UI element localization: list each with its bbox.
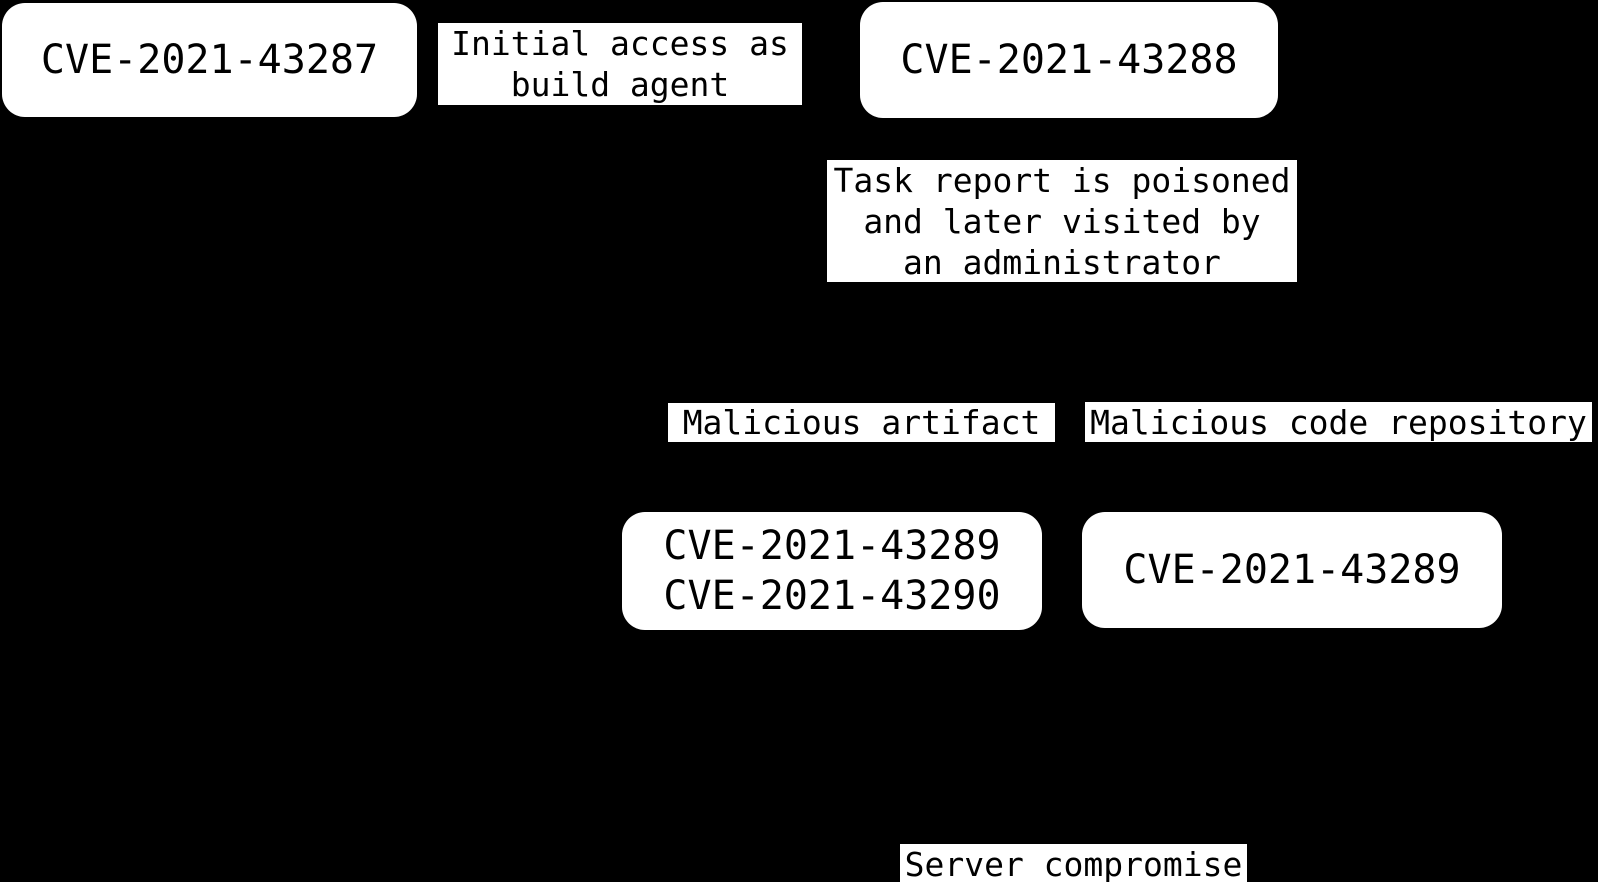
edge-label-line: Malicious artifact (682, 403, 1041, 442)
node-cve-2021-43288: CVE-2021-43288 (860, 2, 1278, 118)
edge-label-line: and later visited by (863, 201, 1261, 241)
edge-label-line: Malicious code repository (1090, 402, 1587, 442)
node-cve-2021-43289: CVE-2021-43289 (1082, 512, 1502, 628)
edge-label-line: Task report is poisoned (833, 160, 1291, 200)
edge-label-initial-access: Initial access as build agent (438, 23, 802, 105)
edge-label-line: Initial access as (451, 24, 789, 63)
node-cve-2021-43289-43290: CVE-2021-43289 CVE-2021-43290 (622, 512, 1042, 630)
edge-label-line: build agent (510, 65, 730, 104)
edge-label-line: an administrator (903, 242, 1221, 282)
node-label-line: CVE-2021-43290 (663, 573, 1001, 619)
node-label-line: CVE-2021-43289 (1123, 547, 1461, 593)
node-label-line: CVE-2021-43288 (900, 37, 1238, 83)
edge-label-malicious-code-repository: Malicious code repository (1085, 402, 1592, 442)
edge-label-malicious-artifact: Malicious artifact (668, 403, 1055, 442)
node-cve-2021-43287: CVE-2021-43287 (2, 3, 417, 117)
node-label-line: CVE-2021-43289 (663, 523, 1001, 569)
edge-label-server-compromise: Server compromise (900, 844, 1247, 882)
edge-label-line: Server compromise (904, 844, 1243, 882)
edge-label-task-report-poisoned: Task report is poisoned and later visite… (827, 160, 1297, 282)
node-label-line: CVE-2021-43287 (40, 37, 379, 83)
